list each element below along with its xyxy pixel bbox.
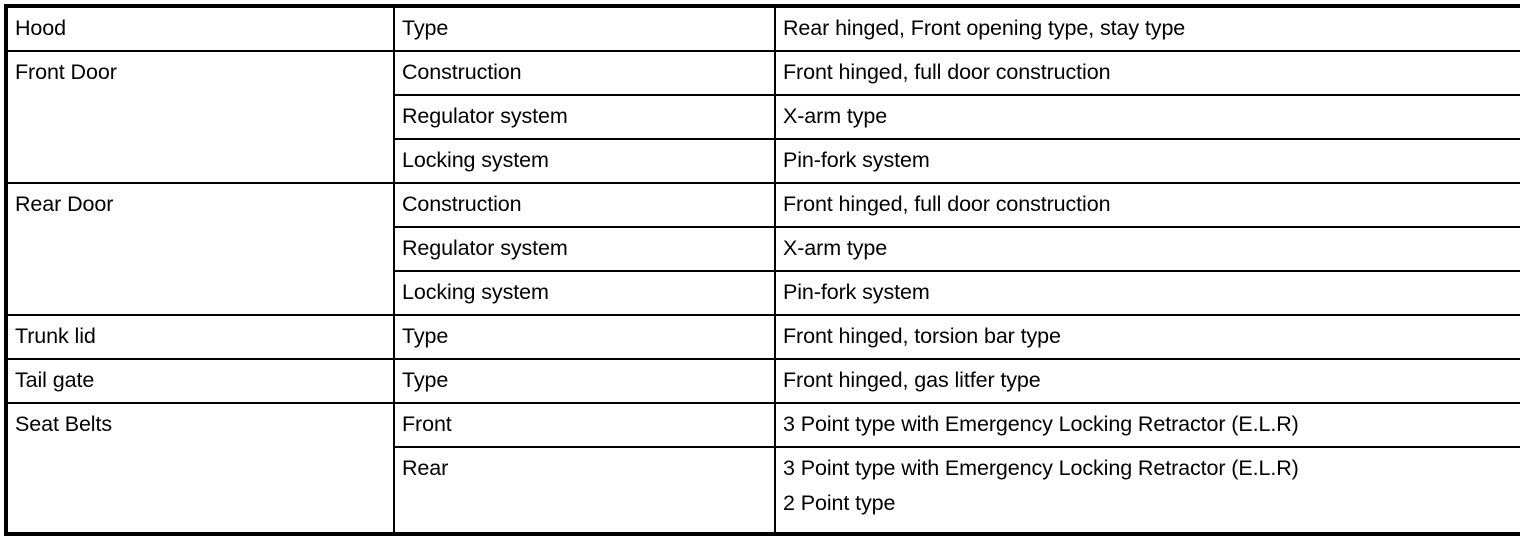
item-cell: Locking system xyxy=(393,270,776,316)
item-cell: Type xyxy=(393,314,776,360)
detail-cell: X-arm type xyxy=(774,226,1520,272)
table-row: Regulator system X-arm type xyxy=(6,94,1520,140)
detail-cell: Front hinged, gas litfer type xyxy=(774,358,1520,404)
group-cell-seat-belts: Seat Belts xyxy=(5,402,395,535)
table-row: Rear Door Construction Front hinged, ful… xyxy=(5,182,1520,316)
group-cell-hood: Hood xyxy=(5,5,395,52)
detail-cell: Rear hinged, Front opening type, stay ty… xyxy=(774,5,1520,52)
group-cell-trunk-lid: Trunk lid xyxy=(5,314,395,360)
detail-cell: Front hinged, full door construction xyxy=(774,50,1520,96)
specification-sheet: Hood Type Rear hinged, Front opening typ… xyxy=(4,4,1520,536)
table-row: Tail gate Type Front hinged, gas litfer … xyxy=(5,358,1520,404)
group-cell-rear-door: Rear Door xyxy=(5,182,395,316)
table-body: Hood Type Rear hinged, Front opening typ… xyxy=(5,5,1520,535)
detail-cell: Front hinged, full door construction xyxy=(774,182,1520,228)
item-cell: Construction xyxy=(393,182,776,228)
detail-cell: X-arm type xyxy=(774,94,1520,140)
table-row: Locking system Pin-fork system xyxy=(6,138,1520,184)
table-row: Trunk lid Type Front hinged, torsion bar… xyxy=(5,314,1520,360)
item-cell: Construction xyxy=(393,50,776,96)
vehicle-body-specification-table: Hood Type Rear hinged, Front opening typ… xyxy=(4,4,1520,536)
table-row: Locking system Pin-fork system xyxy=(6,270,1520,316)
detail-cell: 3 Point type with Emergency Locking Retr… xyxy=(774,402,1520,448)
item-cell: Regulator system xyxy=(393,226,776,272)
table-row: Front Door Construction Front hinged, fu… xyxy=(5,50,1520,184)
item-cell: Type xyxy=(393,358,776,404)
detail-cell: Front hinged, torsion bar type xyxy=(774,314,1520,360)
table-row: Seat Belts Front 3 Point type with Emerg… xyxy=(5,402,1520,535)
detail-cell: Pin-fork system xyxy=(774,270,1520,316)
detail-cell-multiline: 3 Point type with Emergency Locking Retr… xyxy=(774,446,1520,535)
table-row: Regulator system X-arm type xyxy=(6,226,1520,272)
item-cell: Locking system xyxy=(393,138,776,184)
item-cell: Rear xyxy=(393,446,776,535)
table-row: Hood Type Rear hinged, Front opening typ… xyxy=(5,5,1520,52)
group-cell-front-door: Front Door xyxy=(5,50,395,184)
group-cell-tail-gate: Tail gate xyxy=(5,358,395,404)
item-cell: Regulator system xyxy=(393,94,776,140)
detail-cell: Pin-fork system xyxy=(774,138,1520,184)
item-cell: Type xyxy=(393,5,776,52)
item-cell: Front xyxy=(393,402,776,448)
